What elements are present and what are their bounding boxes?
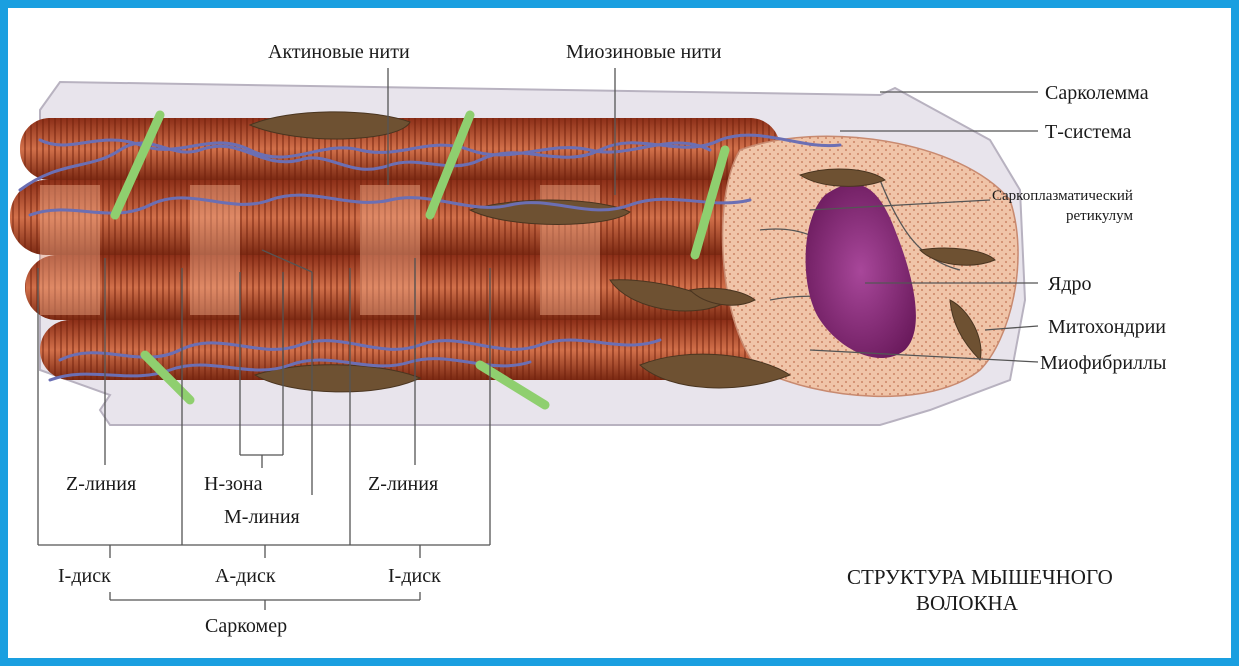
label-z-line-right: Z-линия bbox=[368, 473, 438, 495]
label-m-line: М-линия bbox=[224, 506, 300, 528]
label-sr-line2: ретикулум bbox=[1066, 208, 1133, 224]
label-sr-line1: Саркоплазматический bbox=[992, 188, 1133, 204]
label-actin: Актиновые нити bbox=[268, 41, 410, 63]
myofibril-bundle bbox=[10, 118, 795, 380]
label-nucleus: Ядро bbox=[1048, 273, 1092, 295]
title-line2: ВОЛОКНА bbox=[916, 591, 1019, 615]
label-myofibrils: Миофибриллы bbox=[1040, 352, 1166, 374]
label-a-disc: А-диск bbox=[215, 565, 276, 587]
label-sarcolemma: Сарколемма bbox=[1045, 82, 1149, 104]
label-i-disc-left: I-диск bbox=[58, 565, 111, 587]
label-h-zone: Н-зона bbox=[204, 473, 263, 495]
label-t-system: Т-система bbox=[1045, 121, 1131, 143]
label-z-line-left: Z-линия bbox=[66, 473, 136, 495]
title-line1: СТРУКТУРА МЫШЕЧНОГО bbox=[847, 565, 1113, 589]
label-sarcomere: Саркомер bbox=[205, 615, 287, 637]
label-mitochondria: Митохондрии bbox=[1048, 316, 1166, 338]
label-myosin: Миозиновые нити bbox=[566, 41, 722, 63]
label-i-disc-right: I-диск bbox=[388, 565, 441, 587]
